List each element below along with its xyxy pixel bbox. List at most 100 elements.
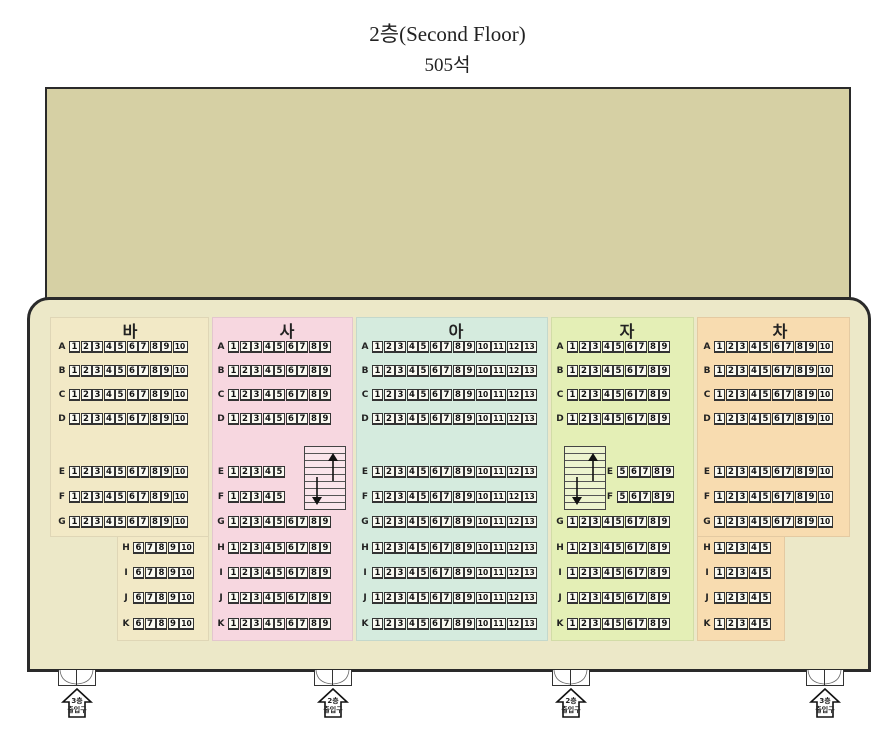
seat[interactable]: 7 [138, 491, 149, 503]
seat[interactable]: 4 [748, 592, 760, 604]
seat[interactable]: 7 [441, 592, 452, 604]
seat[interactable]: 7 [138, 365, 149, 377]
seat[interactable]: 1 [69, 389, 80, 401]
seat[interactable]: 10 [475, 491, 491, 503]
seat[interactable]: 10 [475, 389, 491, 401]
seat[interactable]: 13 [522, 413, 537, 425]
seat[interactable]: 10 [817, 491, 833, 503]
seat[interactable]: 3 [395, 413, 406, 425]
seat[interactable]: 2 [239, 567, 251, 579]
seat[interactable]: 11 [491, 389, 506, 401]
seat[interactable]: 6 [285, 341, 297, 353]
seat[interactable]: 8 [452, 592, 464, 604]
seat[interactable]: 2 [725, 365, 737, 377]
seat[interactable]: 9 [659, 365, 670, 377]
seat[interactable]: 4 [748, 567, 760, 579]
seat[interactable]: 7 [297, 341, 308, 353]
seat[interactable]: 1 [228, 567, 239, 579]
seat[interactable]: 2 [725, 542, 737, 554]
seat[interactable]: 1 [567, 341, 578, 353]
seat[interactable]: 2 [725, 491, 737, 503]
seat[interactable]: 4 [406, 413, 418, 425]
seat[interactable]: 3 [737, 413, 748, 425]
seat[interactable]: 6 [624, 618, 636, 630]
seat[interactable]: 4 [748, 491, 760, 503]
seat[interactable]: 13 [522, 365, 537, 377]
seat[interactable]: 10 [172, 413, 188, 425]
seat[interactable]: 8 [149, 466, 161, 478]
seat[interactable]: 2 [80, 491, 92, 503]
seat[interactable]: 5 [418, 542, 429, 554]
seat[interactable]: 3 [737, 341, 748, 353]
seat[interactable]: 5 [274, 389, 285, 401]
seat[interactable]: 8 [647, 413, 659, 425]
seat[interactable]: 9 [320, 516, 331, 528]
seat[interactable]: 6 [771, 341, 783, 353]
seat[interactable]: 5 [613, 365, 624, 377]
seat[interactable]: 6 [429, 389, 441, 401]
seat[interactable]: 10 [475, 567, 491, 579]
seat[interactable]: 1 [69, 466, 80, 478]
seat[interactable]: 6 [771, 389, 783, 401]
seat[interactable]: 8 [647, 567, 659, 579]
seat[interactable]: 2 [725, 413, 737, 425]
seat[interactable]: 13 [522, 542, 537, 554]
seat[interactable]: 4 [406, 365, 418, 377]
seat[interactable]: 6 [771, 491, 783, 503]
seat[interactable]: 3 [251, 413, 262, 425]
seat[interactable]: 11 [491, 365, 506, 377]
seat[interactable]: 7 [636, 413, 647, 425]
seat[interactable]: 9 [464, 413, 475, 425]
seat[interactable]: 7 [138, 466, 149, 478]
seat[interactable]: 5 [274, 567, 285, 579]
seat[interactable]: 4 [103, 491, 115, 503]
seat[interactable]: 9 [659, 618, 670, 630]
seat[interactable]: 1 [714, 413, 725, 425]
seat[interactable]: 10 [172, 491, 188, 503]
seat[interactable]: 8 [156, 618, 167, 630]
seat[interactable]: 8 [308, 389, 320, 401]
seat[interactable]: 13 [522, 466, 537, 478]
seat[interactable]: 6 [624, 516, 636, 528]
seat[interactable]: 3 [590, 365, 601, 377]
seat[interactable]: 7 [636, 365, 647, 377]
seat[interactable]: 9 [806, 389, 817, 401]
seat[interactable]: 10 [172, 389, 188, 401]
seat[interactable]: 6 [624, 341, 636, 353]
seat[interactable]: 3 [251, 491, 262, 503]
seat[interactable]: 11 [491, 592, 506, 604]
seat[interactable]: 13 [522, 491, 537, 503]
seat[interactable]: 6 [628, 491, 640, 503]
seat[interactable]: 9 [161, 516, 172, 528]
seat[interactable]: 3 [395, 567, 406, 579]
seat[interactable]: 13 [522, 389, 537, 401]
seat[interactable]: 2 [578, 389, 590, 401]
seat[interactable]: 9 [464, 618, 475, 630]
seat[interactable]: 3 [251, 516, 262, 528]
seat[interactable]: 3 [590, 567, 601, 579]
seat[interactable]: 5 [760, 542, 771, 554]
seat[interactable]: 9 [320, 567, 331, 579]
seat[interactable]: 10 [179, 592, 194, 604]
seat[interactable]: 4 [262, 365, 274, 377]
seat[interactable]: 8 [452, 567, 464, 579]
seat[interactable]: 8 [647, 389, 659, 401]
seat[interactable]: 2 [578, 542, 590, 554]
seat[interactable]: 12 [506, 516, 522, 528]
seat[interactable]: 8 [452, 542, 464, 554]
seat[interactable]: 12 [506, 491, 522, 503]
seat[interactable]: 4 [262, 491, 274, 503]
seat[interactable]: 3 [395, 466, 406, 478]
seat[interactable]: 8 [452, 389, 464, 401]
seat[interactable]: 10 [817, 389, 833, 401]
seat[interactable]: 7 [297, 413, 308, 425]
seat[interactable]: 9 [320, 341, 331, 353]
seat[interactable]: 8 [156, 567, 167, 579]
seat[interactable]: 5 [274, 516, 285, 528]
seat[interactable]: 2 [239, 413, 251, 425]
seat[interactable]: 5 [418, 567, 429, 579]
seat[interactable]: 4 [601, 365, 613, 377]
seat[interactable]: 8 [452, 516, 464, 528]
